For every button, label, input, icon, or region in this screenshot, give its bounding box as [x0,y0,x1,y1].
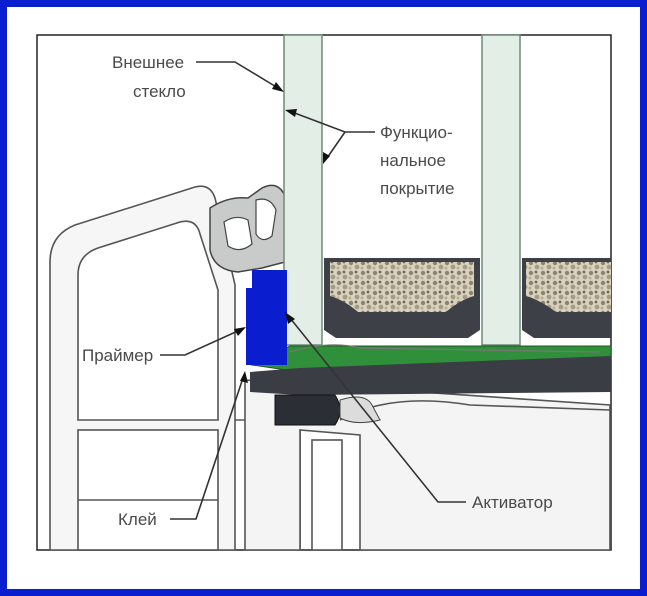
label-coating-line1: Функцио- [380,123,453,142]
arrowhead-primer [234,327,246,336]
seal-bulb [274,394,341,426]
setting-block [250,356,611,395]
inner-glass-pane [481,34,521,346]
arrowhead-activator [285,312,295,324]
leader-coating-2 [326,131,346,159]
leader-glue [170,377,244,520]
leader-primer [160,329,241,356]
outer-glass-pane [283,34,323,346]
label-primer: Праймер [82,346,153,365]
label-outer-glass-line2: стекло [133,82,186,101]
label-activator: Активатор [472,493,553,512]
spacer-right [522,258,611,338]
arrowhead-outer-glass [272,82,284,92]
leader-activator [289,317,466,503]
label-outer-glass-line1: Внешнее [112,53,184,72]
arrowhead-coating-1 [285,109,297,117]
arrowhead-glue [240,371,248,383]
label-glue: Клей [118,510,157,529]
arrowhead-coating-2 [323,152,330,164]
label-coating-line3: покрытие [380,179,455,198]
leader-outer-glass [196,61,279,89]
frame-profile [49,185,611,551]
label-coating-line2: нальное [380,151,446,170]
spacer-left [324,258,480,338]
primer-layer [246,270,287,365]
